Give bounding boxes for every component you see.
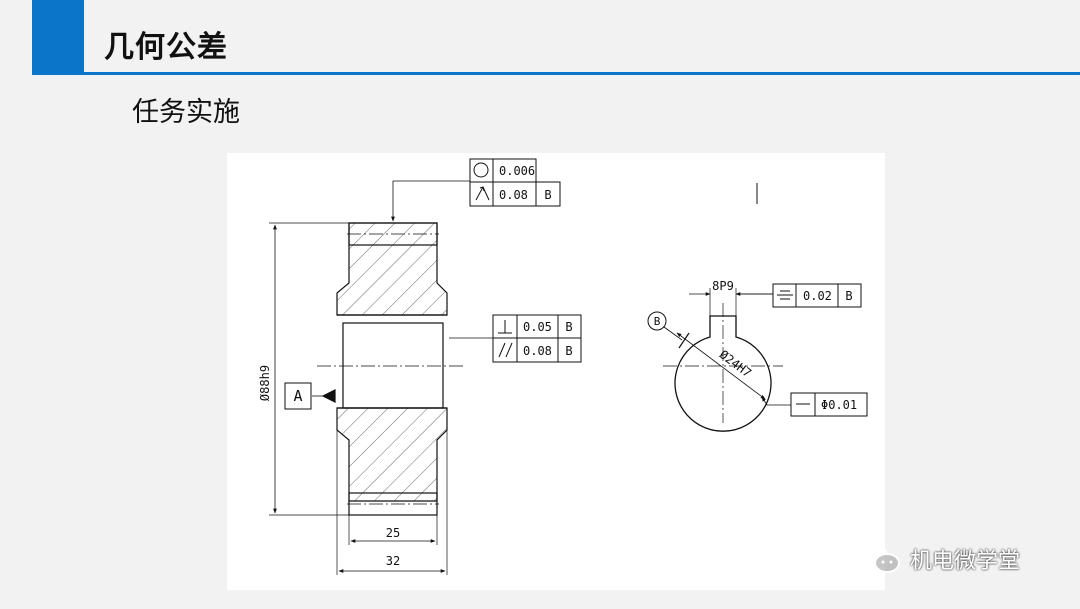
gear-lower-section (336, 407, 448, 502)
datum-a-label: A (293, 387, 302, 405)
perpendicularity-tolerance: 0.05 (523, 320, 552, 334)
gear-section-view (269, 180, 493, 575)
dim-hub-width-label: 25 (386, 526, 400, 540)
datum-b-circle (647, 311, 667, 331)
circularity-icon (473, 162, 489, 178)
dim-line-bore (676, 332, 766, 400)
fcf-top (469, 158, 561, 207)
leader-top-fcf (391, 180, 470, 222)
section-subtitle: 任务实施 (132, 97, 240, 128)
circularity-tolerance: 0.006 (499, 164, 535, 178)
gear-upper-section (336, 222, 448, 316)
fcf-symmetry (772, 283, 862, 308)
drawing-canvas: Ø88h9 25 32 A 0.006 0.08 B 0.05 B 0.08 (258, 158, 868, 575)
symmetry-datum: B (845, 289, 852, 303)
keyway-width-label: 8P9 (712, 279, 734, 293)
fcf-right (492, 314, 582, 363)
dim-outer-diameter-label: Ø88h9 (258, 365, 272, 401)
gear-bore (342, 322, 444, 409)
wechat-icon (859, 545, 900, 573)
datum-b-label: B (654, 315, 661, 328)
perpendicularity-icon (498, 320, 512, 334)
symmetry-tolerance: 0.02 (803, 289, 832, 303)
circular-runout-icon (475, 186, 490, 201)
bore-diameter-label: Ø24H7 (717, 347, 754, 380)
datum-b-tick (678, 332, 690, 349)
header-rule (32, 72, 1080, 75)
engineering-drawing: Ø88h9 25 32 A 0.006 0.08 B 0.05 B 0.08 (227, 153, 885, 590)
fcf-straightness (790, 392, 868, 417)
page-title: 几何公差 (104, 30, 228, 65)
parallelism-tolerance: 0.08 (523, 344, 552, 358)
leader-bottom-fcf (761, 396, 791, 406)
symmetry-icon (777, 290, 793, 300)
datum-a-box (284, 382, 312, 410)
bore-front-view (647, 288, 791, 432)
header-accent-block (32, 0, 84, 74)
watermark: 机电微学堂 (858, 543, 1020, 575)
parallelism-datum: B (565, 344, 572, 358)
runout-datum: B (544, 188, 551, 202)
datum-a-triangle (321, 389, 336, 403)
parallelism-icon (498, 342, 513, 358)
perpendicularity-datum: B (565, 320, 572, 334)
runout-tolerance: 0.08 (499, 188, 528, 202)
watermark-text: 机电微学堂 (910, 549, 1021, 574)
straightness-tolerance: Φ0.01 (821, 398, 857, 412)
dim-total-width-label: 32 (386, 554, 400, 568)
